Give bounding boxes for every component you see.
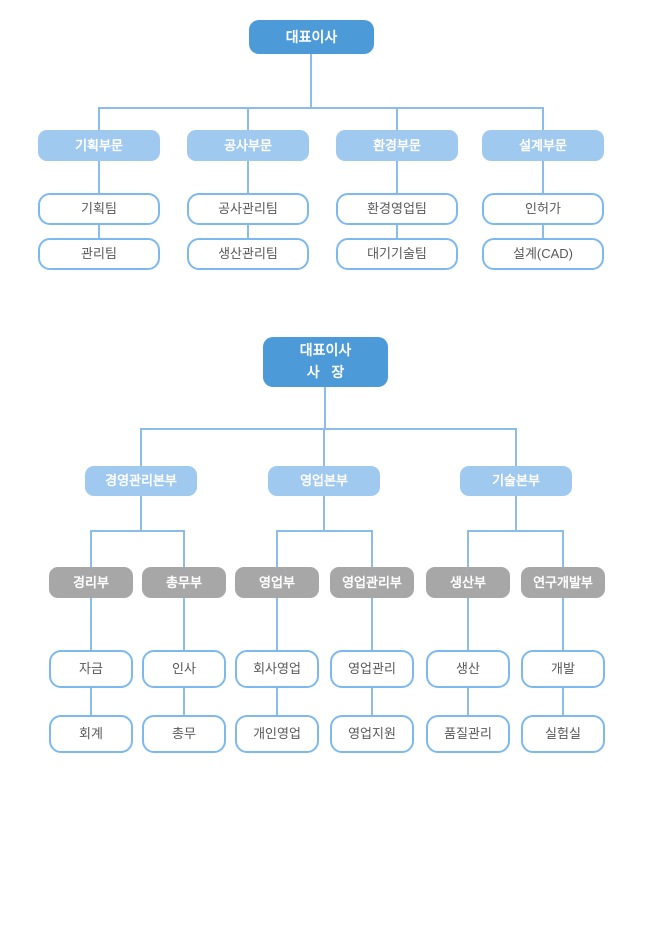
org2-team-node: 개인영업: [235, 715, 319, 753]
connector-vline: [183, 688, 185, 715]
connector-vline: [396, 107, 398, 132]
org1-team-node: 인허가: [482, 193, 604, 225]
connector-vline: [324, 387, 326, 429]
org1-division-node: 설계부문: [482, 130, 604, 161]
org2-department-node: 생산부: [426, 567, 510, 598]
connector-vline: [140, 428, 142, 466]
org1-team-node: 환경영업팀: [336, 193, 458, 225]
connector-vline: [542, 161, 544, 193]
org2-department-node: 경리부: [49, 567, 133, 598]
org2-team-node: 품질관리: [426, 715, 510, 753]
org2-hq-node: 영업본부: [268, 466, 380, 496]
connector-vline: [323, 428, 325, 466]
org2-team-node: 실험실: [521, 715, 605, 753]
org1-division-node: 환경부문: [336, 130, 458, 161]
org2-root-node: 대표이사 사 장: [263, 337, 388, 387]
connector-vline: [90, 530, 92, 568]
org1-team-node: 관리팀: [38, 238, 160, 270]
connector-vline: [467, 530, 469, 568]
org2-department-node: 연구개발부: [521, 567, 605, 598]
org2-root-line2: 사 장: [306, 364, 345, 380]
connector-vline: [140, 496, 142, 531]
connector-vline: [276, 688, 278, 715]
connector-vline: [515, 428, 517, 466]
connector-vline: [247, 107, 249, 132]
connector-hline: [467, 530, 564, 532]
connector-hline: [98, 107, 544, 109]
connector-vline: [562, 598, 564, 651]
connector-vline: [247, 225, 249, 238]
org2-team-node: 회사영업: [235, 650, 319, 688]
connector-vline: [396, 161, 398, 193]
org2-team-node: 개발: [521, 650, 605, 688]
connector-vline: [371, 598, 373, 651]
connector-vline: [90, 598, 92, 651]
connector-vline: [562, 530, 564, 568]
connector-hline: [90, 530, 185, 532]
connector-vline: [515, 496, 517, 531]
org1-team-node: 대기기술팀: [336, 238, 458, 270]
connector-vline: [323, 496, 325, 531]
connector-vline: [562, 688, 564, 715]
org2-hq-node: 기술본부: [460, 466, 572, 496]
org2-department-node: 총무부: [142, 567, 226, 598]
connector-hline: [276, 530, 373, 532]
org1-division-node: 공사부문: [187, 130, 309, 161]
org1-team-node: 생산관리팀: [187, 238, 309, 270]
org2-team-node: 자금: [49, 650, 133, 688]
connector-vline: [183, 530, 185, 568]
connector-vline: [183, 598, 185, 651]
org2-department-node: 영업관리부: [330, 567, 414, 598]
org1-division-node: 기획부문: [38, 130, 160, 161]
org1-root-node: 대표이사: [249, 20, 374, 54]
connector-vline: [310, 54, 312, 107]
org2-team-node: 인사: [142, 650, 226, 688]
org1-team-node: 설계(CAD): [482, 238, 604, 270]
org2-hq-node: 경영관리본부: [85, 466, 197, 496]
org1-team-node: 기획팀: [38, 193, 160, 225]
connector-vline: [276, 530, 278, 568]
org2-team-node: 영업지원: [330, 715, 414, 753]
connector-vline: [371, 530, 373, 568]
connector-vline: [396, 225, 398, 238]
connector-vline: [90, 688, 92, 715]
org2-team-node: 생산: [426, 650, 510, 688]
connector-vline: [542, 107, 544, 132]
org2-team-node: 영업관리: [330, 650, 414, 688]
connector-vline: [467, 598, 469, 651]
connector-vline: [542, 225, 544, 238]
org1-team-node: 공사관리팀: [187, 193, 309, 225]
connector-vline: [247, 161, 249, 193]
connector-vline: [98, 161, 100, 193]
org2-root-line1: 대표이사: [299, 342, 352, 359]
org2-department-node: 영업부: [235, 567, 319, 598]
connector-hline: [140, 428, 517, 430]
connector-vline: [467, 688, 469, 715]
connector-vline: [98, 225, 100, 238]
connector-vline: [98, 107, 100, 132]
org2-team-node: 총무: [142, 715, 226, 753]
org2-team-node: 회계: [49, 715, 133, 753]
connector-vline: [276, 598, 278, 651]
connector-vline: [371, 688, 373, 715]
